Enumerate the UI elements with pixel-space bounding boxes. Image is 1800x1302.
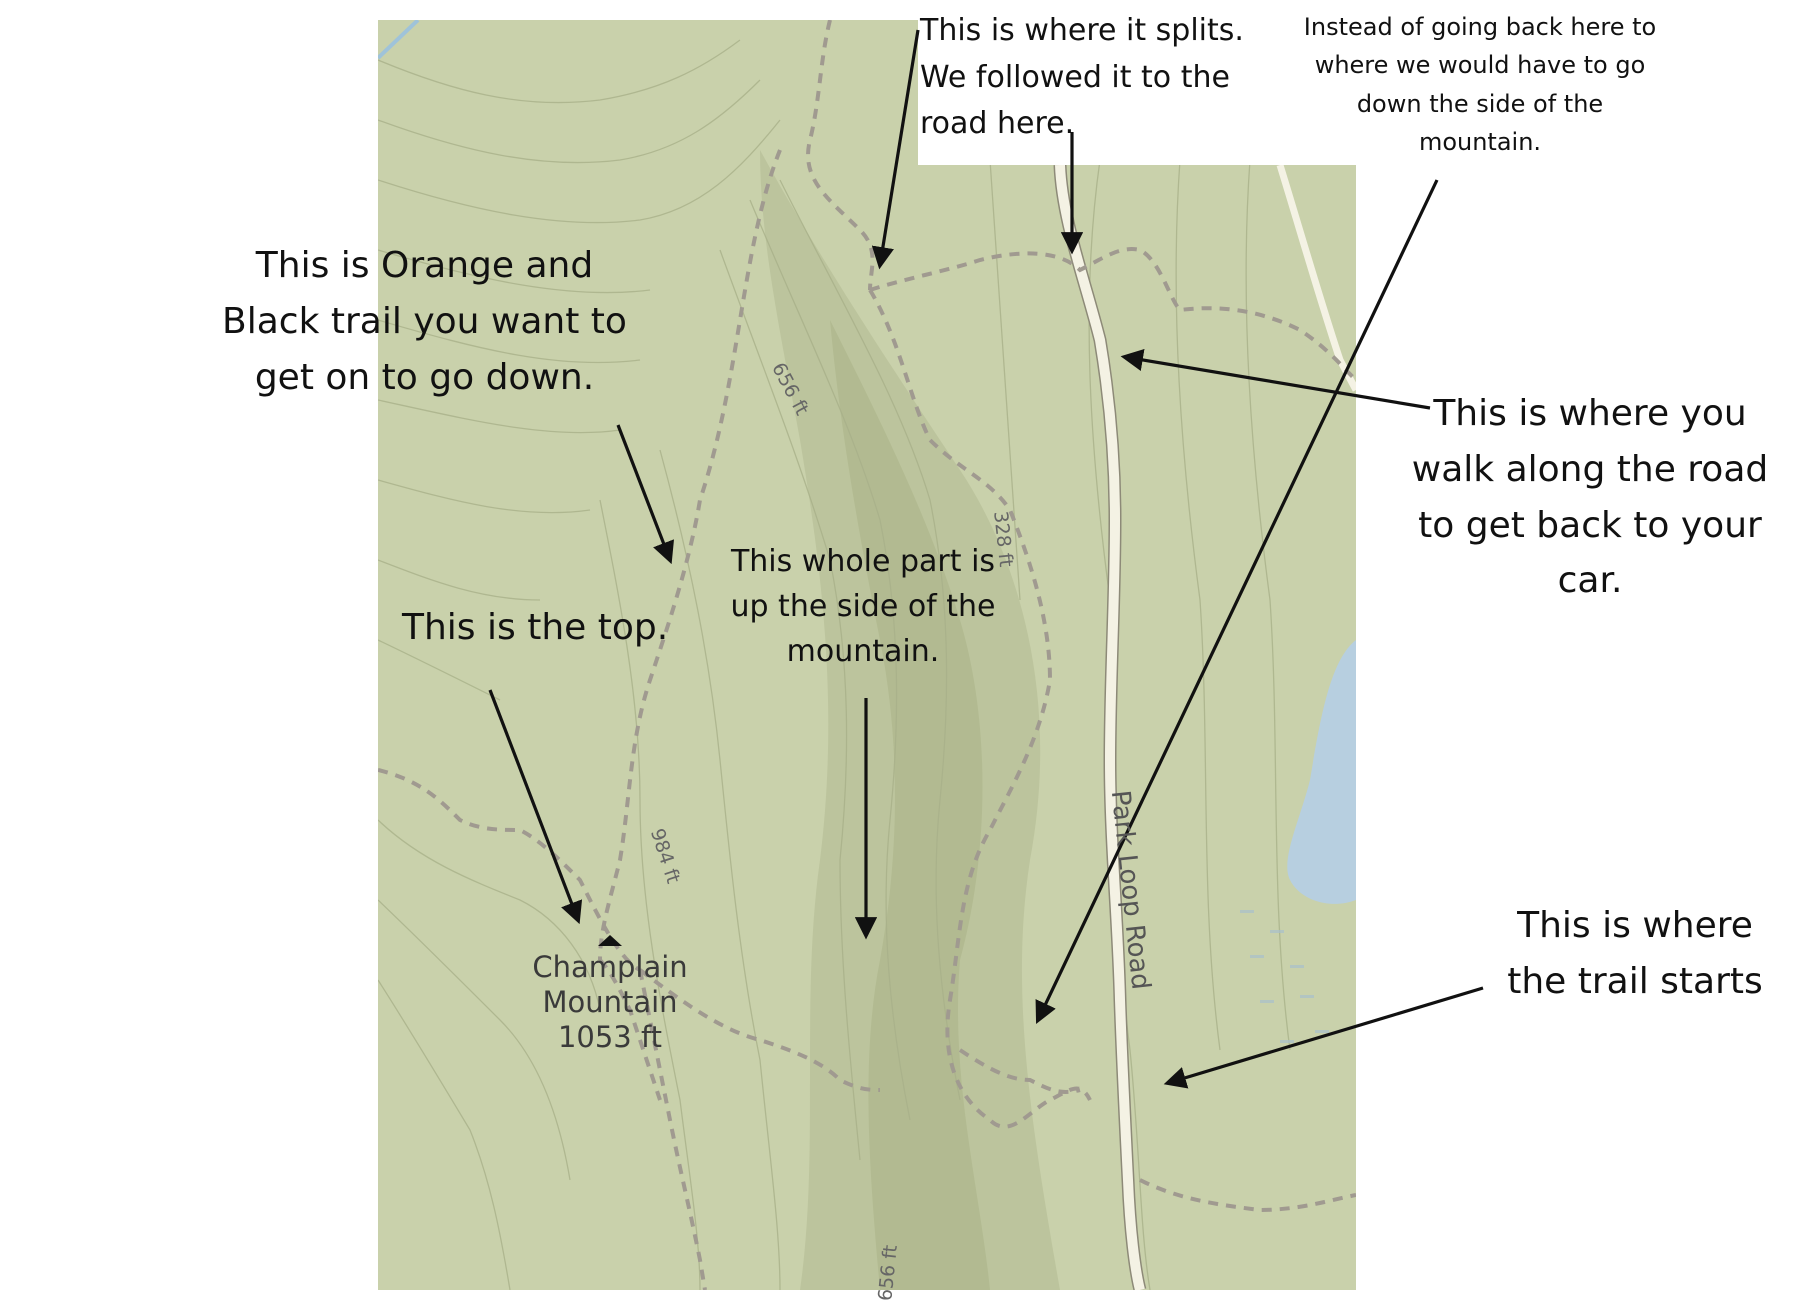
walk-road-arrow: [1120, 348, 1431, 410]
peak-marker-icon: [598, 935, 622, 946]
side-road: [1276, 163, 1356, 392]
peak-label: Champlain Mountain 1053 ft: [525, 950, 695, 1054]
top-arrow: [488, 689, 583, 925]
peak-name-line1: Champlain: [532, 950, 688, 984]
instead-note: Instead of going back here to where we w…: [1303, 13, 1657, 157]
orange-black-note: This is Orange and Black trail you want …: [222, 245, 627, 398]
whole-part-note: This whole part is up the side of the mo…: [730, 544, 996, 669]
annotation-arrows: [488, 29, 1484, 1089]
orange-black-arrow: [616, 424, 675, 565]
walk-road-note: This is where you walk along the road to…: [1411, 393, 1769, 602]
river: [378, 20, 420, 60]
lake: [1287, 640, 1356, 904]
marsh: [1240, 910, 1329, 1043]
trail-start-arrow: [1163, 986, 1484, 1089]
instead-arrow: [1035, 179, 1439, 1025]
split-note-background: [918, 20, 1356, 165]
peak-name-line2: Mountain: [542, 984, 678, 1019]
split-note: This is where it splits. We followed it …: [920, 13, 1244, 141]
peak-elevation: 1053 ft: [557, 1019, 663, 1054]
top-note: This is the top.: [402, 607, 669, 648]
trail-start-note: This is where the trail starts: [1507, 905, 1763, 1002]
split-arrow: [871, 29, 920, 270]
